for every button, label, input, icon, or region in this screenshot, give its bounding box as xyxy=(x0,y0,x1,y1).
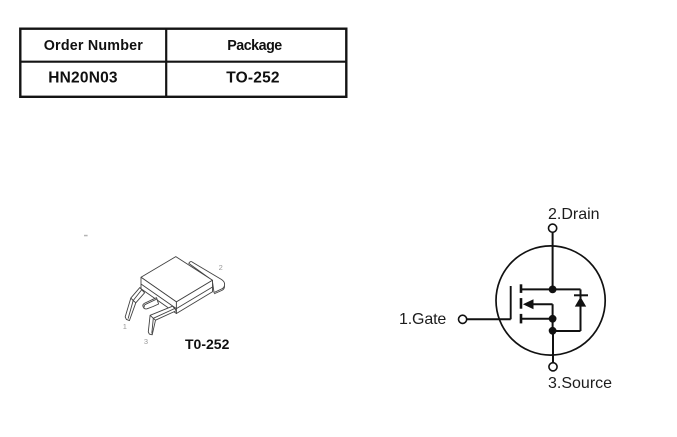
svg-text:3.Source: 3.Source xyxy=(548,375,612,392)
svg-text:Package: Package xyxy=(227,38,282,54)
svg-text:2.Drain: 2.Drain xyxy=(548,206,600,223)
svg-text:Order Number: Order Number xyxy=(44,38,144,54)
svg-text:T0-252: T0-252 xyxy=(185,336,230,352)
svg-text:3: 3 xyxy=(144,337,148,346)
svg-text:2: 2 xyxy=(219,263,223,272)
svg-text:1.Gate: 1.Gate xyxy=(399,311,446,328)
svg-text:HN20N03: HN20N03 xyxy=(48,70,118,87)
svg-text:TO-252: TO-252 xyxy=(226,70,279,87)
svg-text:1: 1 xyxy=(123,322,127,331)
